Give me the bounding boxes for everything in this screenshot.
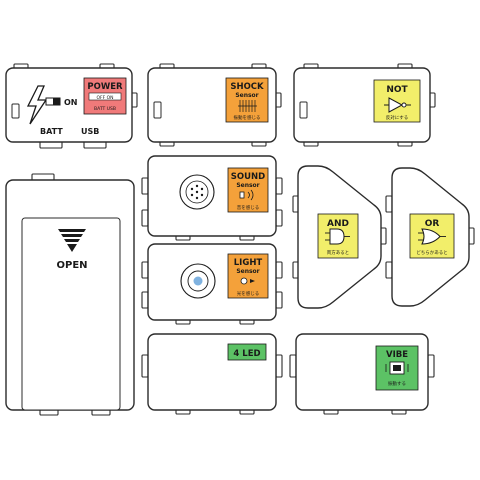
shock-caption: 振動を感じる — [234, 114, 261, 121]
and-caption: 両方あると — [327, 249, 350, 256]
not-module[interactable]: NOT 反対にする — [293, 63, 436, 147]
shock-sensor-module[interactable]: SHOCK Sensor 振動を感じる — [147, 63, 282, 147]
usb-label: USB — [81, 127, 99, 136]
shock-title: SHOCK — [230, 82, 264, 92]
light-sensor-module[interactable]: LIGHT Sensor 光を感じる — [141, 243, 283, 325]
vibration-motor-icon — [385, 361, 409, 375]
not-caption: 反対にする — [386, 114, 409, 121]
and-badge — [317, 213, 359, 259]
vibe-module[interactable]: VIBE 振動する — [289, 333, 435, 415]
power-badge-sub1: OFF ON — [96, 95, 113, 101]
or-caption: どちらかあると — [416, 249, 448, 256]
down-arrow-icon — [58, 229, 86, 252]
light-bulb-icon — [240, 277, 255, 285]
sound-title: SOUND — [231, 172, 265, 182]
light-badge — [227, 253, 269, 299]
not-badge — [373, 79, 421, 123]
light-title: LIGHT — [234, 258, 263, 268]
battery-module[interactable]: OPEN — [5, 173, 135, 416]
and-module[interactable]: AND 両方あると — [292, 165, 387, 309]
sound-caption: 音を感じる — [237, 204, 260, 211]
spring-coil-icon — [238, 100, 257, 112]
or-title: OR — [425, 219, 440, 229]
battery-usb-switch[interactable] — [45, 97, 61, 106]
light-subtitle: Sensor — [236, 268, 259, 275]
or-module[interactable]: OR どちらかあると — [385, 167, 475, 307]
power-on-label: ON — [64, 98, 78, 107]
shock-subtitle: Sensor — [235, 92, 258, 99]
and-title: AND — [327, 219, 349, 229]
microphone-icon — [179, 174, 215, 210]
shock-badge — [225, 77, 269, 123]
power-badge-title: POWER — [87, 82, 123, 92]
light-caption: 光を感じる — [237, 290, 260, 297]
led-title: 4 LED — [233, 349, 260, 359]
batt-label: BATT — [40, 127, 63, 136]
or-gate-icon — [418, 228, 446, 245]
vibe-caption: 振動する — [388, 380, 406, 387]
vibe-title: VIBE — [386, 350, 408, 360]
led-badge — [227, 343, 267, 361]
led-module[interactable]: 4 LED — [141, 333, 283, 415]
and-gate-icon — [325, 228, 350, 245]
not-gate-icon — [384, 97, 411, 113]
sound-wave-icon — [239, 189, 254, 201]
open-label: OPEN — [56, 260, 87, 271]
light-sensor-lens — [180, 263, 216, 299]
sound-badge — [227, 167, 269, 213]
power-module[interactable]: ON POWER OFF ON BATT USB BATT USB — [5, 63, 138, 149]
sound-subtitle: Sensor — [236, 182, 259, 189]
sound-sensor-module[interactable]: SOUND Sensor 音を感じる — [141, 155, 283, 241]
power-badge-sub2: BATT USB — [94, 106, 116, 112]
lightning-icon — [26, 85, 48, 125]
not-title: NOT — [386, 85, 408, 95]
